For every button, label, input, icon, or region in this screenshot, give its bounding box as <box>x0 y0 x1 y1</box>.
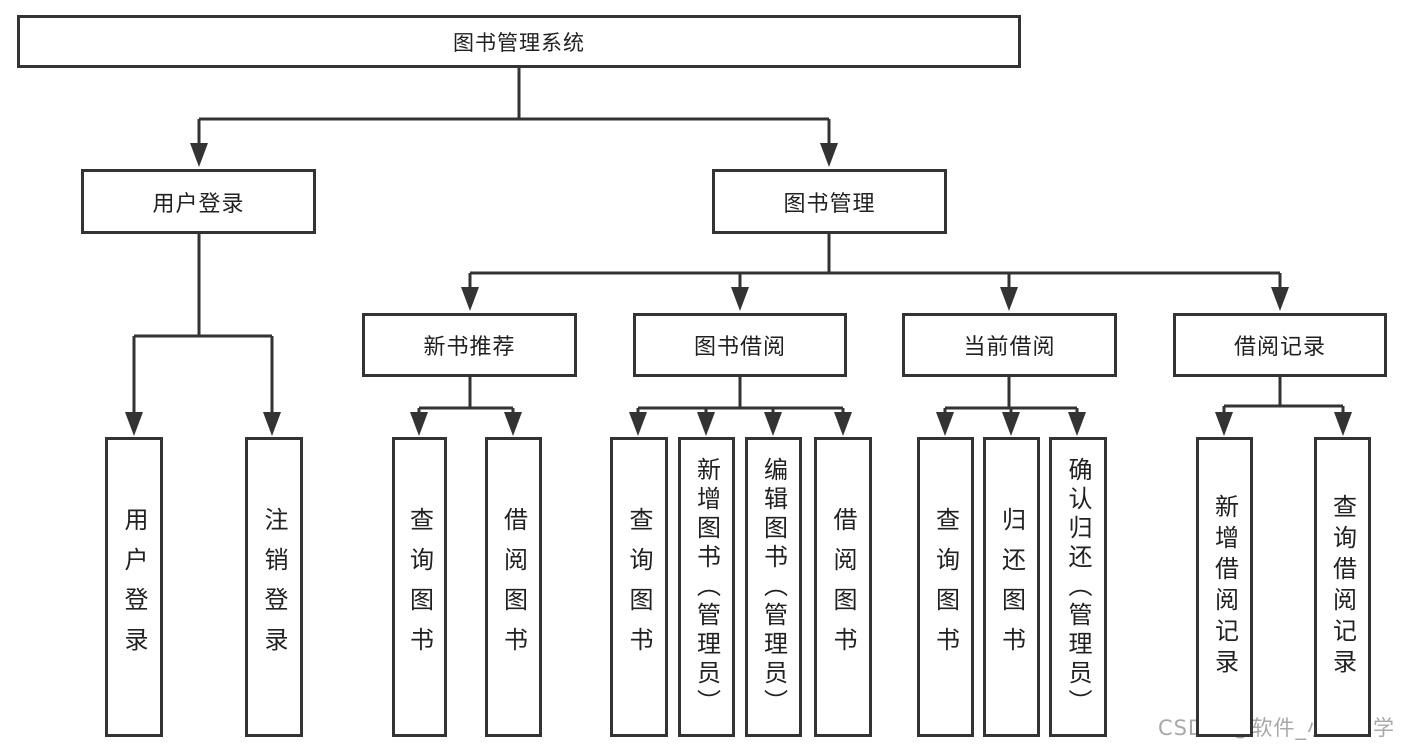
arrowhead-down-icon <box>1334 412 1352 436</box>
arrowhead-down-icon <box>504 412 522 436</box>
leaf-newbook-query: 查询图书 <box>392 437 447 737</box>
leaf-borrow-add-label: 新增图书（管理员） <box>692 456 721 718</box>
leaf-borrow-edit-label: 编辑图书（管理员） <box>759 456 788 718</box>
node-book-mgmt: 图书管理 <box>712 169 947 234</box>
arrowhead-down-icon <box>125 412 143 436</box>
arrowhead-down-icon <box>764 412 782 436</box>
arrowhead-down-icon <box>629 412 647 436</box>
node-borrow-record-label: 借阅记录 <box>1233 335 1326 360</box>
leaf-record-query-label: 查询借阅记录 <box>1328 494 1357 680</box>
node-user-login-label: 用户登录 <box>152 191 245 217</box>
arrowhead-down-icon <box>1068 412 1086 436</box>
arrowhead-down-icon <box>820 143 838 167</box>
leaf-current-return-label: 归还图书 <box>997 507 1026 667</box>
node-root: 图书管理系统 <box>17 15 1021 68</box>
node-borrow-record: 借阅记录 <box>1173 313 1387 377</box>
arrowhead-down-icon <box>190 143 208 167</box>
leaf-user-login: 用户登录 <box>105 437 163 737</box>
node-book-mgmt-label: 图书管理 <box>783 191 876 217</box>
leaf-current-return: 归还图书 <box>983 437 1040 737</box>
arrowhead-down-icon <box>1000 287 1018 311</box>
arrowhead-down-icon <box>834 412 852 436</box>
leaf-logout: 注销登录 <box>245 437 303 737</box>
leaf-borrow-add: 新增图书（管理员） <box>678 437 735 737</box>
leaf-current-confirm-label: 确认归还（管理员） <box>1064 456 1092 718</box>
node-user-login: 用户登录 <box>81 169 316 234</box>
leaf-newbook-borrow-label: 借阅图书 <box>499 507 528 667</box>
arrowhead-down-icon <box>936 412 954 436</box>
arrowhead-down-icon <box>731 287 749 311</box>
arrowhead-down-icon <box>1271 287 1289 311</box>
leaf-borrow-edit: 编辑图书（管理员） <box>745 437 802 737</box>
leaf-user-login-label: 用户登录 <box>120 507 148 667</box>
leaf-current-confirm: 确认归还（管理员） <box>1049 437 1107 737</box>
node-new-book-rec: 新书推荐 <box>362 313 577 377</box>
leaf-newbook-borrow: 借阅图书 <box>485 437 542 737</box>
node-current-borrow-label: 当前借阅 <box>963 335 1056 360</box>
leaf-record-add: 新增借阅记录 <box>1196 437 1253 737</box>
leaf-borrow-query: 查询图书 <box>610 437 668 737</box>
leaf-current-query: 查询图书 <box>917 437 974 737</box>
leaf-borrow-borrow: 借阅图书 <box>814 437 872 737</box>
leaf-newbook-query-label: 查询图书 <box>405 507 434 667</box>
node-new-book-rec-label: 新书推荐 <box>423 335 516 360</box>
arrowhead-down-icon <box>410 412 428 436</box>
leaf-borrow-borrow-label: 借阅图书 <box>829 507 857 667</box>
node-book-borrow: 图书借阅 <box>633 313 847 377</box>
node-root-label: 图书管理系统 <box>453 30 585 55</box>
leaf-borrow-query-label: 查询图书 <box>625 507 653 667</box>
arrowhead-down-icon <box>697 412 715 436</box>
leaf-logout-label: 注销登录 <box>260 507 288 667</box>
arrowhead-down-icon <box>1002 412 1020 436</box>
node-book-borrow-label: 图书借阅 <box>693 335 786 360</box>
arrowhead-down-icon <box>461 287 479 311</box>
arrowhead-down-icon <box>1215 412 1233 436</box>
node-current-borrow: 当前借阅 <box>902 313 1117 377</box>
leaf-record-add-label: 新增借阅记录 <box>1210 494 1239 680</box>
leaf-record-query: 查询借阅记录 <box>1314 437 1371 737</box>
leaf-current-query-label: 查询图书 <box>931 507 960 667</box>
arrowhead-down-icon <box>263 412 281 436</box>
